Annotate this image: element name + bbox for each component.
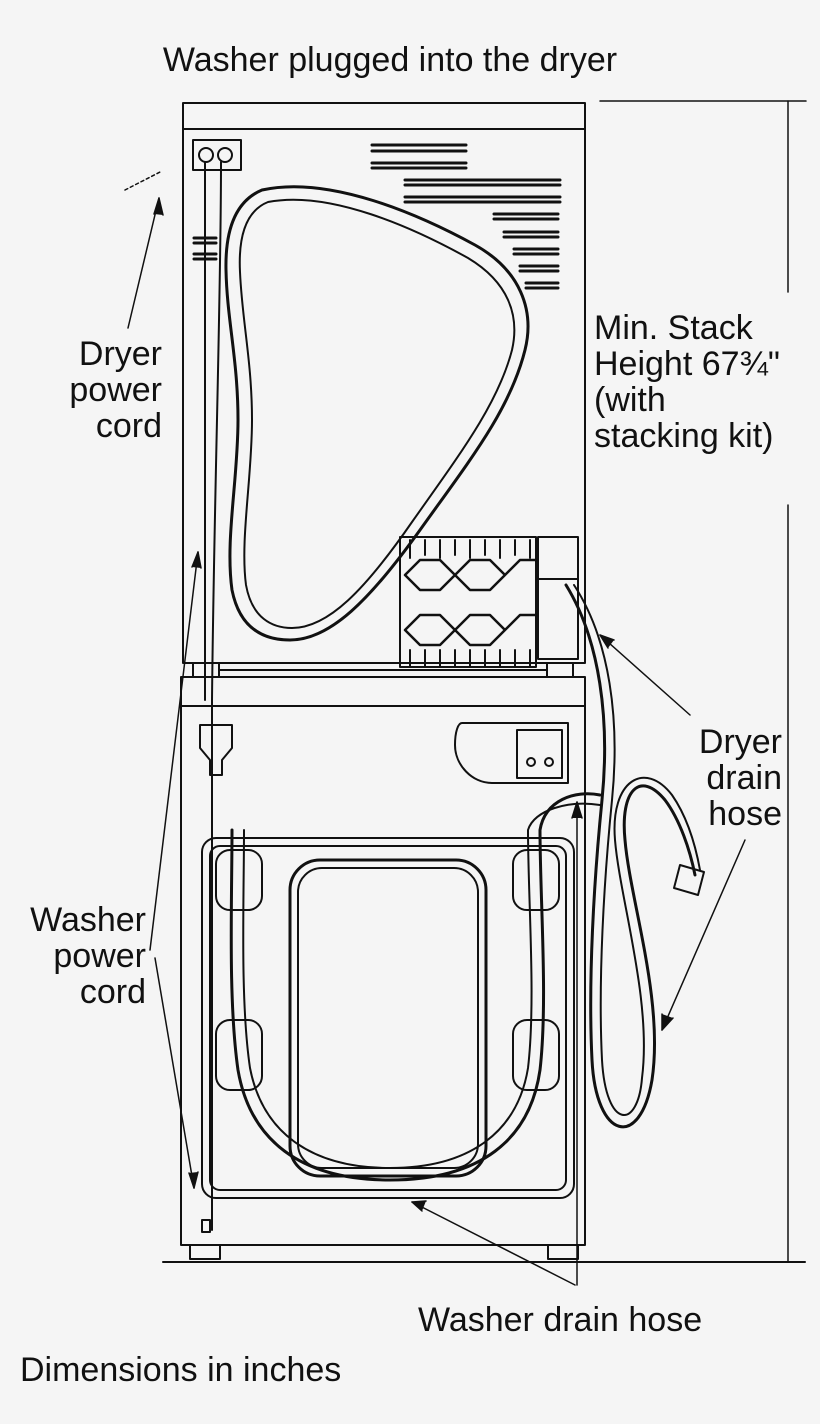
- label-line: cord: [79, 973, 146, 1011]
- label-line: hose: [708, 795, 782, 833]
- dryer-power-cord: [204, 161, 222, 1231]
- washer-drain-hose: [229, 792, 602, 1182]
- diagram-title: Washer plugged into the dryer: [162, 41, 618, 79]
- dryer-foot-right: [546, 662, 574, 678]
- outlet-box: [192, 139, 242, 171]
- dryer-drain-hose-label: Dryer drain hose: [612, 724, 782, 832]
- label-line: Dryer: [78, 335, 162, 373]
- washer-rear-panel-inner: [209, 845, 567, 1191]
- cord-end: [201, 1219, 211, 1233]
- label-line: power: [69, 371, 162, 409]
- washer-access-door: [288, 858, 488, 1178]
- washer-unit: [180, 676, 602, 1260]
- washer-access-door-inner: [297, 867, 479, 1169]
- dryer-vent-louvers: [192, 143, 562, 290]
- leader-lines: [124, 171, 746, 1286]
- stack-height-dimension: [599, 100, 807, 1263]
- label-line: cord: [95, 407, 162, 445]
- dryer-drain-connector: [537, 536, 579, 580]
- dryer-access-panel-inner: [238, 198, 516, 629]
- washer-foot-right: [547, 1244, 579, 1260]
- washer-drain-hose-label: Washer drain hose: [418, 1301, 703, 1339]
- label-line: Height 67¾": [594, 345, 780, 383]
- label-line: stacking kit): [594, 417, 774, 455]
- mount-pad-bottom-left: [215, 1019, 263, 1091]
- outlet-socket-left: [198, 147, 214, 163]
- label-line: (with: [594, 381, 666, 419]
- label-line: power: [53, 937, 146, 975]
- mount-pad-top-right: [512, 849, 560, 911]
- dryer-drain-hose-end: [673, 864, 705, 896]
- washer-cabinet: [180, 676, 586, 1246]
- label-line: Min. Stack: [594, 309, 753, 347]
- washer-drain-hose-inner: [242, 802, 601, 1169]
- outlet-socket-right: [217, 147, 233, 163]
- dryer-power-cord-label: Dryer power cord: [30, 336, 162, 444]
- label-line: Washer: [30, 901, 146, 939]
- label-line: Dryer: [698, 723, 782, 761]
- dryer-drain-housing: [537, 578, 579, 660]
- dryer-drain-hose-inner: [573, 584, 701, 1116]
- washer-power-cord-label: Washer power cord: [8, 902, 146, 1010]
- washer-outlet-socket-right: [544, 757, 554, 767]
- washer-foot-left: [189, 1244, 221, 1260]
- mount-pad-bottom-right: [512, 1019, 560, 1091]
- dryer-unit: [182, 102, 586, 678]
- dryer-exhaust-grille: [399, 536, 537, 668]
- dimensions-footnote: Dimensions in inches: [20, 1351, 342, 1389]
- washer-outlet-socket-left: [526, 757, 536, 767]
- washer-rear-outlet: [516, 729, 563, 779]
- washer-rear-outlet-housing: [454, 722, 569, 784]
- dryer-access-panel-outer: [224, 185, 530, 642]
- min-stack-height-label: Min. Stack Height 67¾" (with stacking ki…: [594, 310, 780, 454]
- mount-pad-top-left: [215, 849, 263, 911]
- dryer-cabinet: [182, 102, 586, 664]
- label-line: drain: [706, 759, 782, 797]
- dryer-drain-hose: [564, 583, 697, 1129]
- washer-rear-panel: [201, 837, 575, 1199]
- washer-power-plug: [199, 724, 233, 776]
